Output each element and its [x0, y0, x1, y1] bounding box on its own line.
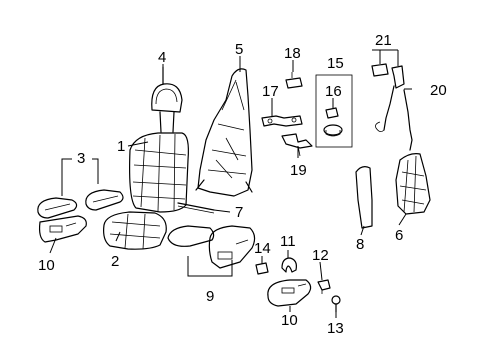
headrest — [151, 66, 183, 133]
side-panel — [395, 153, 431, 215]
seat-track — [167, 225, 256, 269]
seat-frame — [195, 68, 253, 197]
callout-18: 18 — [284, 45, 301, 62]
group-box-15 — [315, 74, 353, 148]
clip-14 — [255, 262, 269, 275]
hook-bracket — [281, 257, 297, 273]
callout-10-left: 10 — [38, 257, 55, 274]
callout-4: 4 — [158, 49, 166, 66]
callout-19: 19 — [290, 162, 307, 179]
callout-11: 11 — [280, 233, 296, 250]
screw — [331, 295, 341, 313]
armrest-pair — [37, 189, 124, 219]
callout-7: 7 — [235, 204, 243, 221]
callout-14: 14 — [254, 240, 271, 257]
clip-12 — [317, 279, 331, 294]
callout-8: 8 — [356, 236, 364, 253]
leader-lines — [49, 49, 412, 318]
seat-belt — [371, 63, 413, 151]
side-shield-right — [267, 279, 312, 307]
callout-15: 15 — [327, 55, 344, 72]
callout-9: 9 — [206, 288, 214, 305]
callout-6: 6 — [395, 227, 403, 244]
rod — [177, 202, 215, 214]
callout-5: 5 — [235, 41, 243, 58]
callout-21: 21 — [375, 32, 392, 49]
bracket-17 — [261, 115, 303, 127]
bracket-18 — [285, 72, 303, 89]
callout-20: 20 — [430, 82, 447, 99]
callout-2: 2 — [111, 253, 119, 270]
callout-16: 16 — [325, 83, 342, 100]
trim-strip — [355, 166, 373, 229]
callout-3: 3 — [77, 150, 85, 167]
wire-harness — [281, 133, 313, 157]
seat-cushion — [103, 211, 167, 250]
callout-13: 13 — [327, 320, 344, 337]
callout-10-right: 10 — [281, 312, 298, 329]
callout-1: 1 — [117, 138, 125, 155]
side-shield-left — [38, 215, 87, 243]
seat-back — [129, 132, 189, 213]
callout-17: 17 — [262, 83, 279, 100]
callout-12: 12 — [312, 247, 329, 264]
